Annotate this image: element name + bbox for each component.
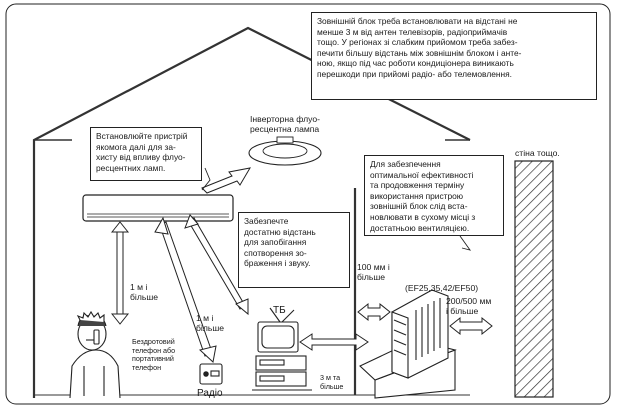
label-distance-200-500mm: 200/500 мм і більше	[446, 296, 492, 316]
outer-frame	[5, 3, 611, 405]
hatched-wall	[514, 160, 554, 398]
outdoor-unit	[359, 289, 457, 399]
person-with-phone	[69, 310, 121, 399]
label-model-numbers: (EF25,35,42/EF50)	[405, 283, 479, 293]
label-wall: стіна тощо.	[515, 148, 560, 158]
label-distance-100mm: 100 мм і більше	[357, 262, 390, 282]
label-distance-1m-radio: 1 м і більше	[196, 313, 224, 333]
label-distance-3m: 3 м та більше	[320, 373, 344, 391]
note-fluorescent-advice: Встановлюйте пристрій якомога далі для з…	[90, 127, 202, 181]
lamp-distance-arrow	[201, 167, 251, 194]
note-outdoor-advice: Для забезпечення оптимальної ефективност…	[364, 155, 504, 236]
indoor-unit	[82, 194, 234, 222]
tv-set	[252, 307, 312, 391]
callout-pointer-fluorescent	[201, 167, 211, 191]
note-distance-advice: Забезпечте достатню відстань для запобіг…	[238, 212, 350, 288]
callout-pointer-outdoor	[459, 235, 472, 251]
front-clearance-arrow	[449, 316, 493, 336]
label-radio: Радіо	[197, 388, 223, 399]
label-inverter-lamp: Інверторна флуо- ресцентна лампа	[250, 114, 321, 134]
label-cordless-phone: Бездротовий телефон або портативний теле…	[132, 337, 176, 372]
note-antenna-distance: Зовнішній блок треба встановлювати на ві…	[311, 12, 597, 100]
radio-device	[199, 363, 223, 385]
rear-clearance-arrow	[357, 302, 391, 322]
fluorescent-lamp	[248, 136, 322, 166]
radio-distance-arrow	[154, 216, 217, 363]
tv-distance-arrow	[184, 214, 249, 316]
vertical-distance-arrow	[110, 221, 130, 325]
tv-outdoor-distance-arrow	[299, 333, 369, 351]
label-tv: ТБ	[273, 305, 286, 316]
label-distance-1m-vertical: 1 м і більше	[130, 282, 158, 302]
